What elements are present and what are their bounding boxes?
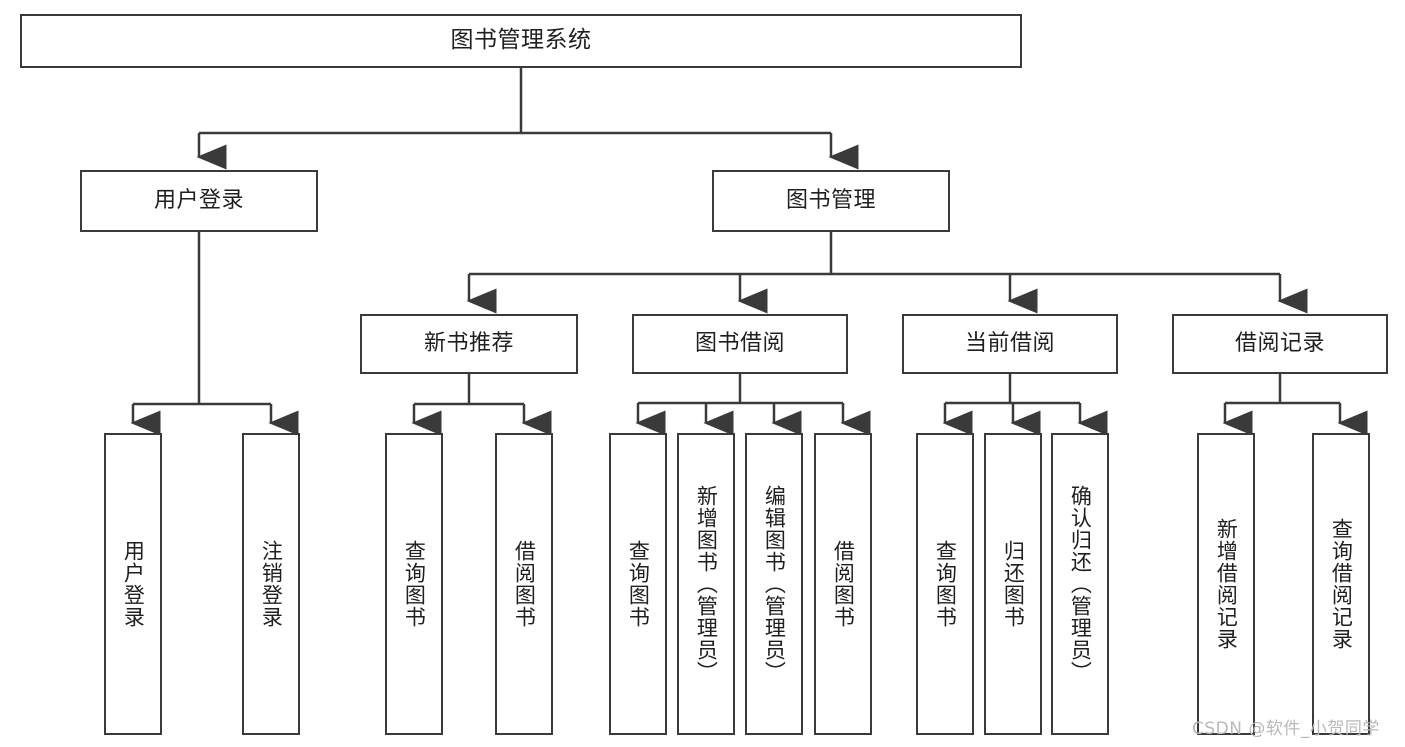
leaf-label: 查询借阅记录 (1329, 518, 1354, 650)
node-new-book-recommend[interactable]: 新书推荐 (360, 314, 578, 374)
leaf-label: 查询图书 (933, 540, 958, 628)
node-label: 用户登录 (153, 187, 244, 213)
node-label: 图书管理 (785, 187, 876, 213)
leaf-current-borrow-query-book[interactable]: 查询图书 (916, 433, 974, 735)
leaf-current-borrow-confirm-return-admin[interactable]: 确认归还（管理员） (1051, 433, 1109, 735)
leaf-label: 查询图书 (402, 540, 427, 628)
leaf-user-login-logout[interactable]: 注销登录 (242, 433, 300, 735)
leaf-book-borrow-query-book[interactable]: 查询图书 (609, 433, 667, 735)
node-root-book-management-system[interactable]: 图书管理系统 (20, 14, 1022, 68)
leaf-label: 新增借阅记录 (1214, 518, 1239, 650)
leaf-current-borrow-return-book[interactable]: 归还图书 (984, 433, 1042, 735)
node-current-borrow[interactable]: 当前借阅 (902, 314, 1118, 374)
node-label: 借阅记录 (1234, 330, 1325, 356)
leaf-label: 借阅图书 (831, 540, 856, 628)
leaf-label: 查询图书 (626, 540, 651, 628)
node-book-borrow[interactable]: 图书借阅 (632, 314, 848, 374)
leaf-label: 用户登录 (121, 540, 146, 628)
node-borrow-record[interactable]: 借阅记录 (1172, 314, 1388, 374)
leaf-book-borrow-add-book-admin[interactable]: 新增图书（管理员） (677, 433, 735, 735)
node-user-login[interactable]: 用户登录 (80, 170, 318, 232)
watermark-text: CSDN @软件_小贺同学 (1192, 719, 1380, 739)
leaf-label: 注销登录 (259, 540, 284, 628)
node-label: 图书借阅 (694, 330, 785, 356)
leaf-book-borrow-borrow-book[interactable]: 借阅图书 (814, 433, 872, 735)
leaf-borrow-record-add-record[interactable]: 新增借阅记录 (1197, 433, 1255, 735)
leaf-label: 确认归还（管理员） (1068, 485, 1093, 683)
node-label: 图书管理系统 (450, 27, 592, 54)
node-book-management[interactable]: 图书管理 (712, 170, 950, 232)
leaf-label: 借阅图书 (512, 540, 537, 628)
leaf-label: 编辑图书（管理员） (762, 485, 787, 683)
leaf-label: 新增图书（管理员） (694, 485, 719, 683)
node-label: 新书推荐 (423, 330, 514, 356)
leaf-borrow-record-query-record[interactable]: 查询借阅记录 (1312, 433, 1370, 735)
leaf-label: 归还图书 (1001, 540, 1026, 628)
leaf-new-book-query-book[interactable]: 查询图书 (385, 433, 443, 735)
leaf-new-book-borrow-book[interactable]: 借阅图书 (495, 433, 553, 735)
leaf-user-login-login[interactable]: 用户登录 (104, 433, 162, 735)
node-label: 当前借阅 (964, 330, 1055, 356)
leaf-book-borrow-edit-book-admin[interactable]: 编辑图书（管理员） (745, 433, 803, 735)
